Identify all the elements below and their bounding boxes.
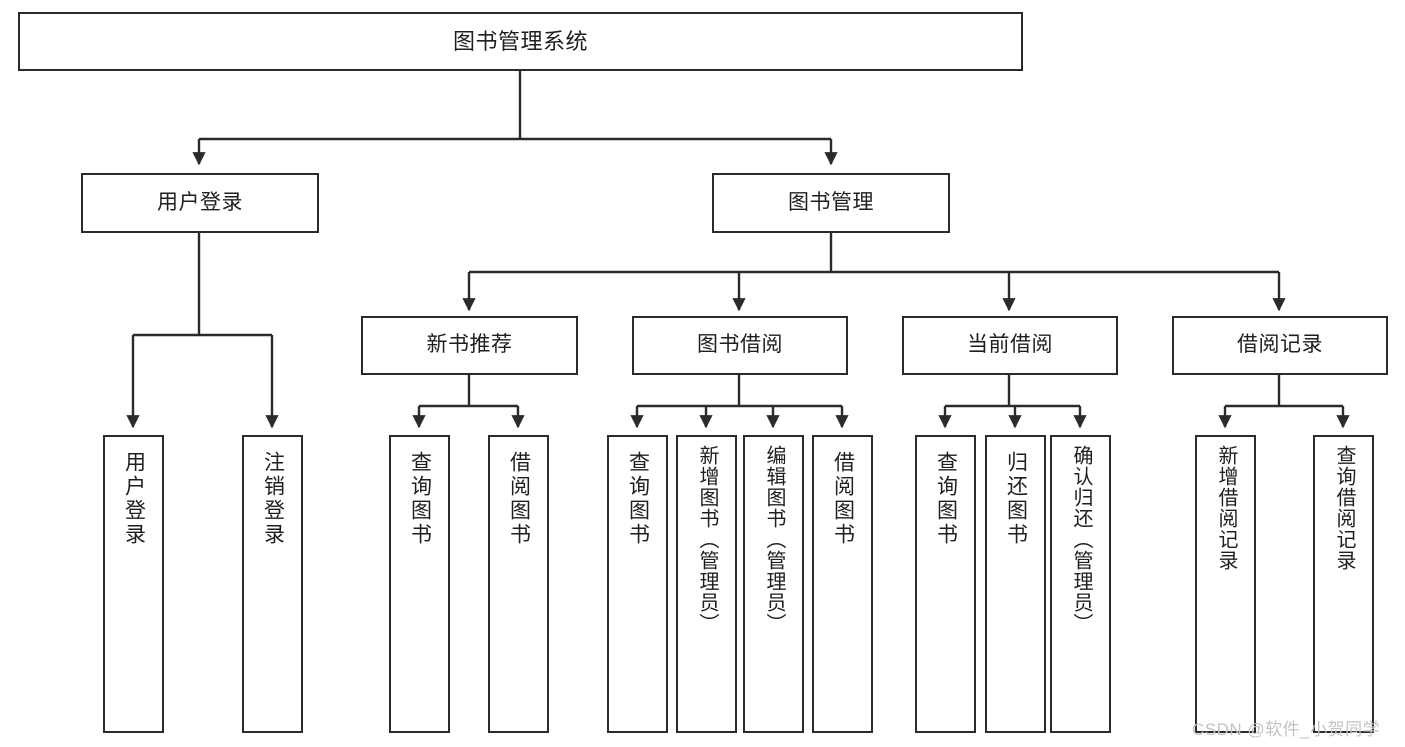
node-borrow-record[interactable]: 借阅记录 bbox=[1172, 316, 1388, 375]
node-leaf-add-book[interactable]: 新增图书（管理员） bbox=[676, 435, 737, 733]
node-label: 编辑图书（管理员） bbox=[763, 445, 785, 634]
node-leaf-query-book-1[interactable]: 查询图书 bbox=[389, 435, 450, 733]
node-label: 图书管理系统 bbox=[452, 28, 588, 54]
node-label: 借阅图书 bbox=[507, 451, 531, 547]
node-root-system[interactable]: 图书管理系统 bbox=[18, 12, 1023, 71]
node-label: 注销登录 bbox=[261, 451, 285, 547]
node-label: 新增图书（管理员） bbox=[696, 445, 718, 634]
node-user-login[interactable]: 用户登录 bbox=[81, 173, 319, 233]
node-leaf-borrow-book-2[interactable]: 借阅图书 bbox=[812, 435, 873, 733]
node-label: 图书管理 bbox=[788, 190, 874, 214]
csdn-watermark: CSDN @软件_小贺同学 bbox=[1192, 720, 1381, 739]
node-label: 查询图书 bbox=[934, 451, 958, 547]
node-label: 查询图书 bbox=[408, 451, 432, 547]
node-leaf-add-record[interactable]: 新增借阅记录 bbox=[1195, 435, 1256, 733]
node-label: 归还图书 bbox=[1004, 451, 1028, 547]
node-label: 查询图书 bbox=[626, 451, 650, 547]
node-new-book-rec[interactable]: 新书推荐 bbox=[361, 316, 578, 375]
node-leaf-query-record[interactable]: 查询借阅记录 bbox=[1313, 435, 1374, 733]
node-label: 新增借阅记录 bbox=[1215, 445, 1237, 571]
node-label: 用户登录 bbox=[122, 451, 146, 547]
node-current-borrow[interactable]: 当前借阅 bbox=[902, 316, 1118, 375]
node-leaf-user-login[interactable]: 用户登录 bbox=[103, 435, 164, 733]
node-leaf-confirm-return[interactable]: 确认归还（管理员） bbox=[1050, 435, 1111, 733]
node-label: 查询借阅记录 bbox=[1333, 445, 1355, 571]
node-label: 确认归还（管理员） bbox=[1070, 445, 1092, 634]
node-leaf-logout[interactable]: 注销登录 bbox=[242, 435, 303, 733]
node-book-manage[interactable]: 图书管理 bbox=[712, 173, 950, 233]
node-leaf-return-book[interactable]: 归还图书 bbox=[985, 435, 1046, 733]
node-label: 借阅记录 bbox=[1237, 333, 1323, 357]
node-label: 借阅图书 bbox=[831, 451, 855, 547]
node-leaf-query-book-3[interactable]: 查询图书 bbox=[915, 435, 976, 733]
node-label: 图书借阅 bbox=[697, 333, 783, 357]
node-leaf-edit-book[interactable]: 编辑图书（管理员） bbox=[743, 435, 804, 733]
node-label: 用户登录 bbox=[157, 190, 243, 214]
node-label: 新书推荐 bbox=[426, 333, 513, 357]
node-leaf-borrow-book-1[interactable]: 借阅图书 bbox=[488, 435, 549, 733]
node-leaf-query-book-2[interactable]: 查询图书 bbox=[607, 435, 668, 733]
node-book-borrow[interactable]: 图书借阅 bbox=[632, 316, 848, 375]
node-label: 当前借阅 bbox=[967, 333, 1053, 357]
